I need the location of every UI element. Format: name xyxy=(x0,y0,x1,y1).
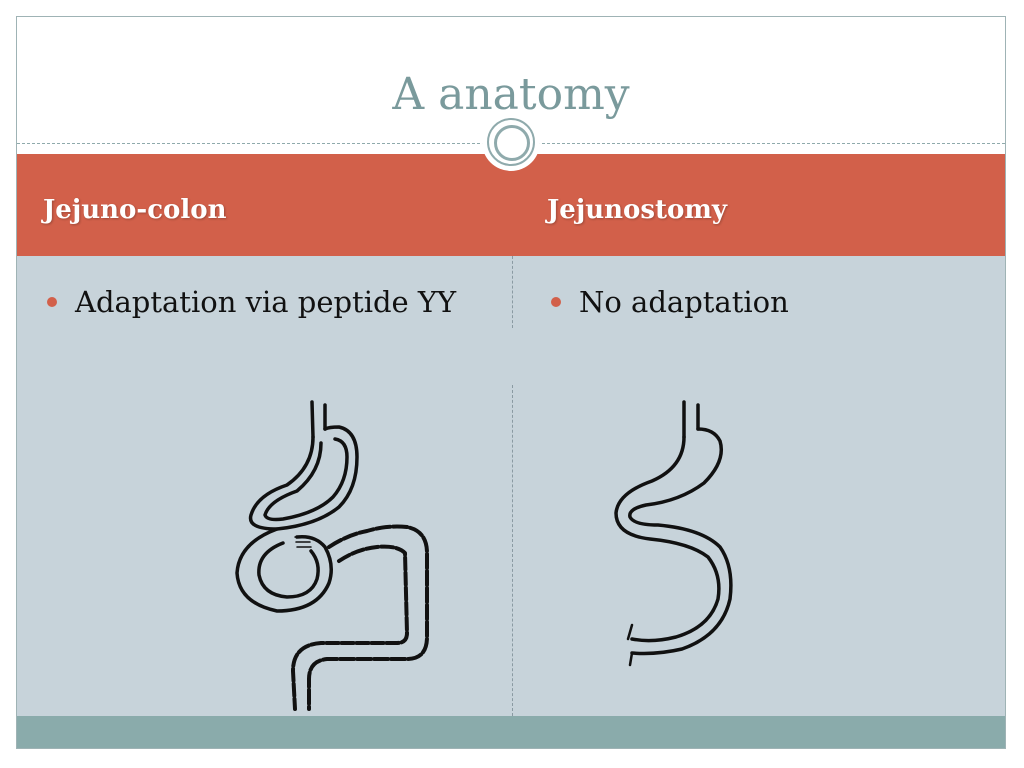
table-header-band xyxy=(17,154,1005,256)
bullet-text-left: Adaptation via peptide YY xyxy=(75,285,457,319)
bullet-text-right: No adaptation xyxy=(579,285,789,319)
slide: A anatomy Jejuno-colon Jejunostomy Adapt… xyxy=(16,16,1006,749)
column-heading-jejunostomy: Jejunostomy xyxy=(547,195,728,225)
table-body xyxy=(17,256,1005,716)
jejunostomy-anatomy-drawing-icon xyxy=(614,400,733,667)
column-divider xyxy=(512,385,513,716)
column-heading-jejuno-colon: Jejuno-colon xyxy=(43,195,227,225)
bullet-dot-icon xyxy=(47,297,57,307)
bullet-dot-icon xyxy=(551,297,561,307)
footer-band xyxy=(17,716,1005,748)
jejuno-colon-anatomy-drawing-icon xyxy=(235,400,429,711)
circle-ornament-icon xyxy=(482,113,540,171)
column-divider xyxy=(512,256,513,328)
bullet-item-right: No adaptation xyxy=(551,285,789,319)
bullet-item-left: Adaptation via peptide YY xyxy=(47,285,456,319)
slide-title: A anatomy xyxy=(392,69,630,120)
